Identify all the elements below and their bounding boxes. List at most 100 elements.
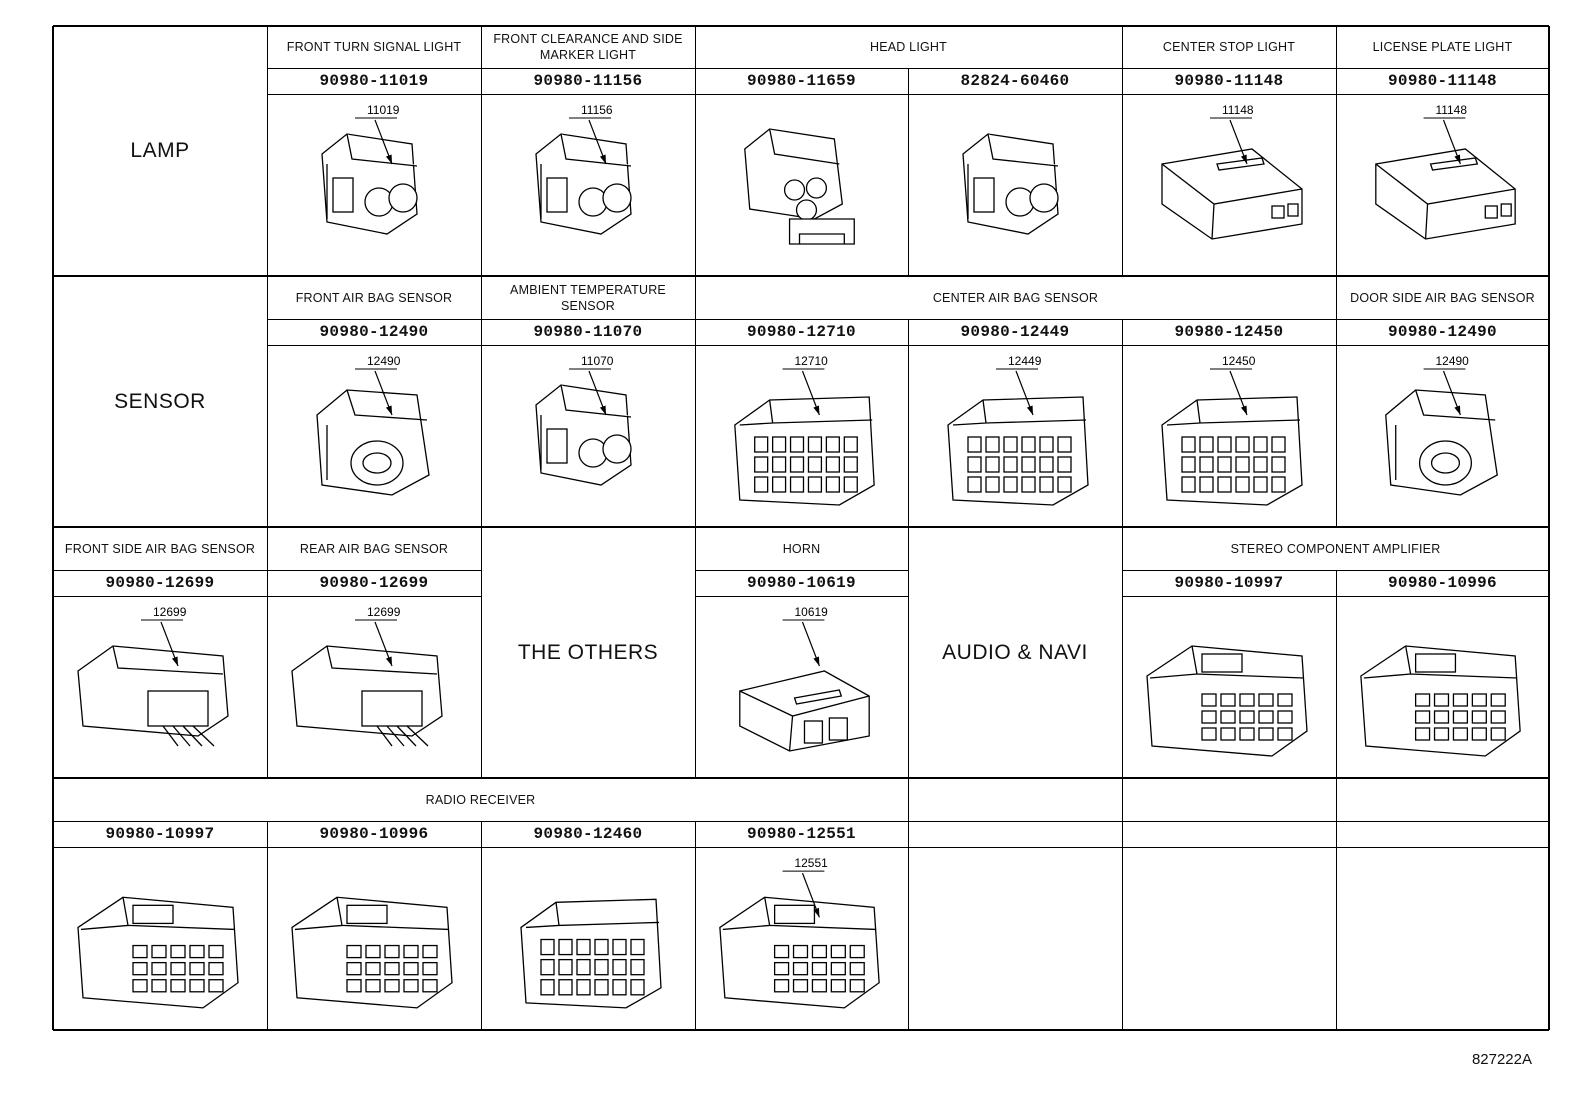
- column-header: FRONT SIDE AIR BAG SENSOR: [64, 541, 256, 556]
- connector-picture: 12490: [1336, 345, 1549, 527]
- column-header: AMBIENT TEMPERATURE SENSOR: [510, 282, 666, 313]
- audio-connector-drawing: [291, 896, 453, 1009]
- part-number: 90980-12710: [747, 323, 856, 341]
- column-header: REAR AIR BAG SENSOR: [299, 541, 449, 556]
- connector-picture: 11019: [267, 94, 481, 276]
- column-header: STEREO COMPONENT AMPLIFIER: [1230, 541, 1441, 556]
- flat-connector-drawing: 11148: [1375, 103, 1516, 240]
- audio-connector-icon: 12551: [719, 856, 880, 1009]
- connector-picture: [267, 847, 481, 1030]
- connector-picture: [1336, 596, 1549, 778]
- grid-line: [53, 526, 1549, 528]
- flat-connector-drawing: 11148: [1161, 103, 1303, 240]
- connector-picture: 12449: [908, 345, 1122, 527]
- callout-label: 11148: [1222, 103, 1254, 117]
- audio-connector-drawing: [1360, 645, 1521, 757]
- 2-pin-round-connector-icon: 11070: [535, 354, 632, 486]
- grid-line: [53, 1029, 1549, 1031]
- grid-line: [53, 777, 1549, 779]
- 2-pin-round-connector-drawing: 11156: [535, 103, 632, 235]
- part-number: 90980-10619: [747, 574, 856, 592]
- column-header: FRONT AIR BAG SENSOR: [295, 290, 453, 305]
- callout-label: 10619: [795, 605, 829, 619]
- part-number: 90980-11156: [533, 72, 643, 90]
- figure-id: 827222A: [1471, 1051, 1532, 1068]
- part-number: 90980-12449: [960, 323, 1070, 341]
- grid-line: [53, 25, 1549, 27]
- grid-line: [1122, 596, 1549, 597]
- multi-pin-connector-drawing: [520, 898, 662, 1009]
- part-number: 90980-12699: [105, 574, 215, 592]
- column-header: RADIO RECEIVER: [425, 792, 536, 807]
- grid-line: [481, 527, 482, 778]
- grid-line: [1122, 26, 1123, 276]
- grid-line: [695, 527, 696, 778]
- part-number: 90980-11019: [319, 72, 429, 90]
- connector-picture: 12699: [53, 596, 267, 778]
- connector-picture: 11070: [481, 345, 695, 527]
- callout-label: 11148: [1436, 103, 1468, 117]
- audio-connector-icon: [77, 896, 239, 1009]
- category-label: THE OTHERS: [517, 640, 659, 664]
- callout-label: 12490: [1436, 354, 1470, 368]
- connector-picture: 10619: [695, 596, 908, 778]
- flat-connector-icon: 11148: [1161, 103, 1303, 240]
- part-number: 90980-10997: [1174, 574, 1284, 592]
- category-label: LAMP: [130, 139, 190, 162]
- connector-picture: 12551: [695, 847, 908, 1030]
- horn-connector-icon: 10619: [739, 605, 870, 752]
- callout-label: 12449: [1008, 354, 1042, 368]
- 2-pin-round-connector-drawing: 11019: [321, 103, 418, 235]
- column-header: CENTER STOP LIGHT: [1162, 40, 1296, 54]
- connector-picture: [908, 94, 1122, 276]
- category-label: SENSOR: [114, 389, 206, 413]
- grid-line: [1336, 26, 1337, 276]
- multi-pin-connector-drawing: 12449: [947, 354, 1089, 506]
- grid-line: [695, 596, 908, 597]
- callout-label: 11070: [581, 354, 614, 368]
- part-number: 90980-12551: [747, 825, 856, 843]
- 2-pin-round-connector-drawing: [962, 133, 1059, 235]
- multi-pin-connector-icon: [520, 898, 662, 1009]
- grid-line: [695, 26, 696, 276]
- part-number: 90980-12450: [1174, 323, 1284, 341]
- airbag-connector-icon: 12490: [1385, 354, 1498, 496]
- part-number: 90980-12490: [1388, 323, 1497, 341]
- grid-line: [908, 68, 909, 276]
- flat-connector-icon: 11148: [1375, 103, 1516, 240]
- grid-line: [908, 527, 909, 778]
- audio-connector-icon: [1146, 645, 1308, 757]
- part-number: 90980-12460: [533, 825, 643, 843]
- part-number: 90980-12699: [319, 574, 429, 592]
- grid-line: [53, 275, 1549, 277]
- horn-connector-drawing: 10619: [739, 605, 870, 752]
- multi-pin-connector-icon: 12449: [947, 354, 1089, 506]
- part-number: 90980-11070: [533, 323, 643, 341]
- connector-picture: 12490: [267, 345, 481, 527]
- empty-cell: [1122, 778, 1336, 1030]
- 3-pin-connector-drawing: [744, 128, 855, 245]
- connector-picture: [695, 94, 908, 276]
- connector-picture: 11156: [481, 94, 695, 276]
- 2-pin-round-connector-drawing: 11070: [535, 354, 632, 486]
- connector-picture: [53, 847, 267, 1030]
- side-airbag-connector-drawing: 12699: [291, 605, 443, 747]
- grid-line: [267, 527, 268, 778]
- connector-picture: 12699: [267, 596, 481, 778]
- airbag-connector-drawing: 12490: [316, 354, 430, 496]
- multi-pin-connector-icon: 12450: [1161, 354, 1303, 506]
- grid-line: [53, 847, 1549, 848]
- column-header: HEAD LIGHT: [869, 40, 947, 54]
- side-airbag-connector-icon: 12699: [77, 605, 229, 747]
- column-header: LICENSE PLATE LIGHT: [1372, 40, 1513, 54]
- column-header: DOOR SIDE AIR BAG SENSOR: [1350, 290, 1535, 305]
- 2-pin-round-connector-icon: 11019: [321, 103, 418, 235]
- airbag-connector-drawing: 12490: [1385, 354, 1498, 496]
- column-header: FRONT TURN SIGNAL LIGHT: [286, 40, 462, 54]
- part-number: 90980-12490: [319, 323, 429, 341]
- audio-connector-drawing: [1146, 645, 1308, 757]
- multi-pin-connector-drawing: 12450: [1161, 354, 1303, 506]
- grid-line: [1122, 527, 1123, 778]
- column-header: CENTER AIR BAG SENSOR: [932, 290, 1099, 305]
